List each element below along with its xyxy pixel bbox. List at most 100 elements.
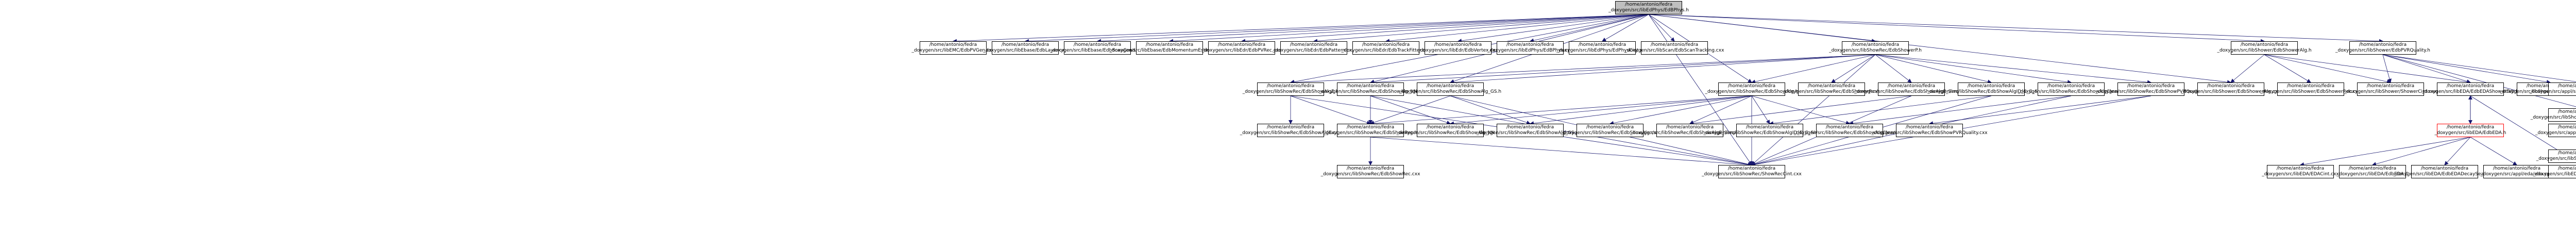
graph-node[interactable]: /home/antonio/fedra_doxygen/src/libShowR… xyxy=(2018,82,2124,96)
graph-node[interactable]: /home/antonio/fedra_doxygen/src/libEDA/E… xyxy=(2336,165,2409,178)
edge-hb-c4 xyxy=(1751,54,1876,84)
node-file-line: _doxygen/src/libShowRec/EdbShowAlgClean.… xyxy=(2018,89,2125,94)
node-path-line: /home/antonio/fedra xyxy=(1362,42,1410,47)
graph-node[interactable]: /home/antonio/fedra_doxygen/src/libShowR… xyxy=(1702,165,1802,178)
graph-node[interactable]: /home/antonio/fedra_doxygen/src/libScan/… xyxy=(1625,41,1724,55)
graph-node[interactable]: /home/antonio/fedra_doxygen/src/libShowR… xyxy=(1927,82,2055,96)
edge-pq-c15 xyxy=(2382,54,2576,82)
graph-node[interactable]: /home/antonio/fedra_doxygen/src/appl/sho… xyxy=(2530,82,2576,96)
graph-node[interactable]: /home/antonio/fedra_doxygen/src/libShowR… xyxy=(1829,41,1922,55)
graph-node[interactable]: /home/antonio/fedra_doxygen/src/libShowR… xyxy=(2536,150,2576,163)
graph-node[interactable]: /home/antonio/fedra_doxygen/src/libEdr/E… xyxy=(1202,41,1281,55)
graph-node[interactable]: /home/antonio/fedra_doxygen/src/appl/eda… xyxy=(2481,165,2553,178)
graph-node[interactable]: /home/antonio/fedra_doxygen/src/libShowR… xyxy=(1854,82,1969,96)
graph-node[interactable]: /home/antonio/fedra_doxygen/src/libEDA/E… xyxy=(2422,82,2519,96)
graph-node[interactable]: /home/antonio/fedra_doxygen/src/libShowR… xyxy=(1324,124,1417,137)
graph-node[interactable]: /home/antonio/fedra_doxygen/src/libShowR… xyxy=(1794,124,1905,137)
node-path-line: /home/antonio/fedra xyxy=(1217,42,1266,47)
graph-node[interactable]: /home/antonio/fedra_doxygen/src/libShowR… xyxy=(1321,165,1420,178)
graph-node[interactable]: /home/antonio/fedra_doxygen/src/appl/sho… xyxy=(2535,124,2576,137)
node-file-line: _doxygen/src/libShower/EdbPVRQuality.h xyxy=(2335,48,2430,53)
graph-node[interactable]: /home/antonio/fedra_doxygen/src/libShowe… xyxy=(2344,82,2437,96)
graph-node[interactable]: /home/antonio/fedra_doxygen/src/libShowR… xyxy=(1240,124,1341,137)
graph-node[interactable]: /home/antonio/fedra_doxygen/src/libEdr/E… xyxy=(1342,41,1430,55)
node-file-line: _doxygen/src/libShowRec/ShowRec.cpp xyxy=(2536,156,2576,161)
node-file-line: _doxygen/src/libEDA/EdbEDA.C xyxy=(2336,172,2409,177)
edge-sh-c10 xyxy=(2230,54,2265,83)
node-file-line: _doxygen/src/libEdr/EdbTrackFitter.cxx xyxy=(1341,48,1431,53)
edge-hb-e2 xyxy=(1751,54,1876,165)
node-path-line: /home/antonio/fedra xyxy=(2557,125,2576,130)
graph-node[interactable]: /home/antonio/fedra_doxygen/src/libEdr/E… xyxy=(1418,41,1498,55)
node-path-line: /home/antonio/fedra xyxy=(1887,84,1936,89)
node-path-line: /home/antonio/fedra xyxy=(1145,42,1194,47)
node-file-line: _doxygen/src/libShowRec/ShowRecInclude.h xyxy=(2530,115,2576,120)
graph-node[interactable]: /home/antonio/fedra_doxygen/src/libShowR… xyxy=(1561,124,1659,137)
edge-root-a10 xyxy=(1602,14,1649,42)
node-file-line: _doxygen/src/libShowRec/EdbShowerP.h xyxy=(1829,48,1922,53)
edge-hb-c8 xyxy=(1875,54,2072,84)
node-path-line: /home/antonio/fedra xyxy=(1807,84,1856,89)
node-file-line: _doxygen/src/libEMC/EdbPVGen.cxx xyxy=(911,48,995,53)
edge-pq-c14 xyxy=(2382,54,2551,84)
graph-node[interactable]: /home/antonio/fedra_doxygen/src/libEbase… xyxy=(984,41,1067,55)
edge-root-a9 xyxy=(1530,14,1649,43)
node-path-line: /home/antonio/fedra xyxy=(1426,84,1475,89)
graph-node[interactable]: /home/antonio/fedra_doxygen/src/libEDA/E… xyxy=(2533,165,2576,178)
node-file-line: _doxygen/src/libShowRec/EdbShowAlgE.h xyxy=(1242,89,1339,94)
node-file-line: _doxygen/src/libShowRec/EdbShowRec.cxx xyxy=(1320,172,1420,177)
edge-root-a5 xyxy=(1241,14,1649,43)
edge-root-a3 xyxy=(1097,14,1649,43)
graph-node[interactable]: /home/antonio/fedra_doxygen/src/libShowR… xyxy=(1397,124,1504,137)
node-path-line: /home/antonio/fedra xyxy=(2359,42,2407,47)
edge-hb-c2 xyxy=(1370,54,1876,85)
graph-node[interactable]: /home/antonio/fedra_doxygen/src/libShowR… xyxy=(1319,82,1421,96)
edge-c4-d4 xyxy=(1530,95,1752,126)
node-file-line: _doxygen/src/libEdPhys/EdBPhys.h xyxy=(1608,8,1689,13)
edge-d10-e3 xyxy=(2300,137,2471,167)
graph-node[interactable]: /home/antonio/fedra_doxygen/src/libShowR… xyxy=(1477,124,1584,137)
node-path-line: /home/antonio/fedra xyxy=(1346,84,1395,89)
graph-node[interactable]: /home/antonio/fedra_doxygen/src/libShowR… xyxy=(1705,82,1798,96)
node-file-line: _doxygen/src/libEdr/EdbVertex.cxx xyxy=(1418,48,1498,53)
node-file-line: _doxygen/src/libShowRec/EdbShowAlg_GS.h xyxy=(1399,89,1502,94)
node-file-line: _doxygen/src/libShower/EdbShowerAlg.cxx xyxy=(2181,89,2281,94)
graph-node[interactable]: /home/antonio/fedra_doxygen/src/libEDA/E… xyxy=(2435,124,2506,137)
node-path-line: /home/antonio/fedra xyxy=(2446,84,2495,89)
graph-node[interactable]: /home/antonio/fedra_doxygen/src/libEdPhy… xyxy=(1556,41,1648,55)
graph-node[interactable]: /home/antonio/fedra_doxygen/src/libShowe… xyxy=(2261,82,2361,96)
node-file-line: _doxygen/src/libShowRec/EdbShowAlgID_E_G… xyxy=(1703,130,1836,136)
graph-node[interactable]: /home/antonio/fedra_doxygen/src/libShowR… xyxy=(1783,82,1880,96)
graph-node[interactable]: /home/antonio/fedra_doxygen/src/libShowR… xyxy=(1871,124,1988,137)
graph-node[interactable]: /home/antonio/fedra_doxygen/src/libShowe… xyxy=(2217,41,2312,55)
node-file-line: _doxygen/src/libShowRec/EdbShowPVRQualit… xyxy=(2095,89,2207,94)
graph-node[interactable]: /home/antonio/fedra_doxygen/src/libShowR… xyxy=(2095,82,2207,96)
graph-node[interactable]: /home/antonio/fedra_doxygen/src/libEdr/E… xyxy=(1273,41,1355,55)
graph-node[interactable]: /home/antonio/fedra_doxygen/src/libShowR… xyxy=(1630,124,1750,137)
graph-node[interactable]: /home/antonio/fedra_doxygen/src/libEDA/E… xyxy=(2394,165,2496,178)
graph-node[interactable]: /home/antonio/fedra_doxygen/src/libShowR… xyxy=(1243,82,1338,96)
graph-node[interactable]: /home/antonio/fedra_doxygen/src/libEdPhy… xyxy=(1487,41,1573,55)
node-file-line: _doxygen/src/libShowRec/EdbShowAlgE.cxx xyxy=(1240,130,1342,136)
node-path-line: /home/antonio/fedra xyxy=(1266,125,1315,130)
graph-node[interactable]: /home/antonio/fedra_doxygen/src/libShowR… xyxy=(1703,124,1836,137)
graph-node[interactable]: /home/antonio/fedra_doxygen/src/libShowR… xyxy=(1399,82,1501,96)
graph-node[interactable]: /home/antonio/fedra_doxygen/src/libShowe… xyxy=(2335,41,2430,55)
node-file-line: _doxygen/src/libShowRec/EdbShowAlgClean.… xyxy=(1793,130,1906,136)
graph-node[interactable]: /home/antonio/fedra_doxygen/src/libEbase… xyxy=(1050,41,1145,55)
graph-node[interactable]: /home/antonio/fedra_doxygen/src/libShowe… xyxy=(2181,82,2281,96)
node-path-line: /home/antonio/fedra xyxy=(1426,125,1475,130)
graph-node[interactable]: /home/antonio/fedra_doxygen/src/libEbase… xyxy=(1110,41,1229,55)
graph-node[interactable]: /home/antonio/fedra_doxygen/src/libShowR… xyxy=(2531,108,2576,122)
node-path-line: /home/antonio/fedra xyxy=(1073,42,1122,47)
edge-sh-c12 xyxy=(2264,54,2391,84)
node-path-line: /home/antonio/fedra xyxy=(2366,84,2415,89)
node-file-line: _doxygen/src/libEDA/EdbEDAShowerTab.C xyxy=(2533,172,2576,177)
edge-pq-c12 xyxy=(2382,54,2392,83)
edge-sh-c11 xyxy=(2264,54,2311,83)
edge-root-a1 xyxy=(953,14,1649,43)
graph-node[interactable]: /home/antonio/fedra_doxygen/src/libEDA/E… xyxy=(2262,165,2339,178)
graph-node[interactable]: /home/antonio/fedra_doxygen/src/libEdPhy… xyxy=(1608,1,1689,14)
graph-node[interactable]: /home/antonio/fedra_doxygen/src/libEMC/E… xyxy=(911,41,995,55)
